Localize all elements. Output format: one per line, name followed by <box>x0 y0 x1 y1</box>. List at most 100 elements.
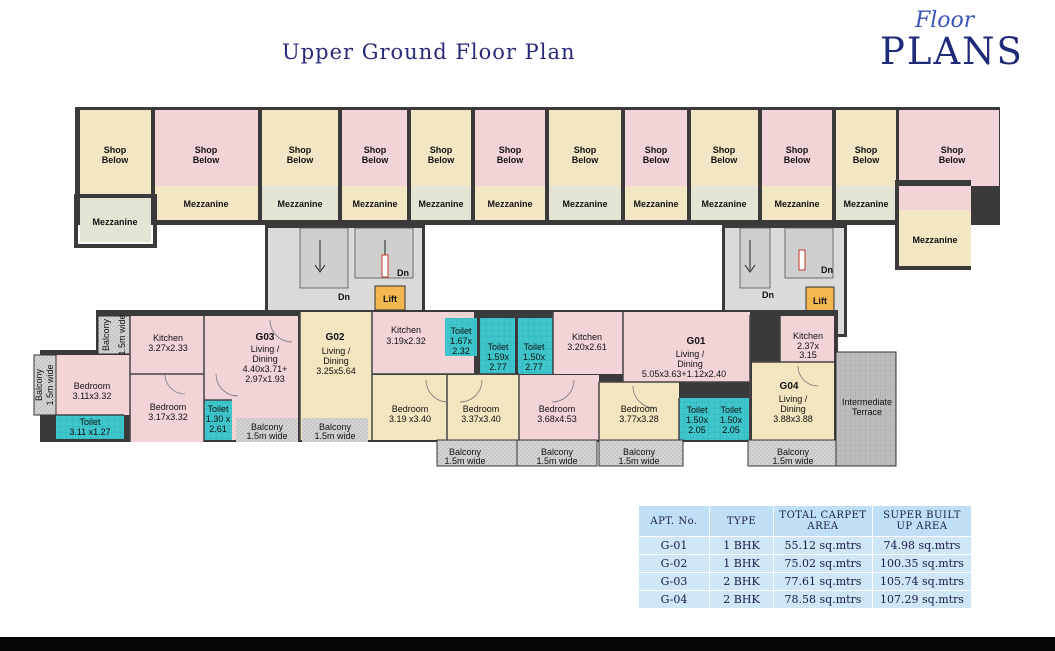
mezzanine-label: Mezzanine <box>277 199 322 209</box>
terrace-label: Terrace <box>852 407 882 417</box>
page-title: Upper Ground Floor Plan <box>282 40 576 64</box>
room-name: Kitchen <box>153 333 183 343</box>
room-size: 5.05x3.63+1.12x2.40 <box>642 369 726 379</box>
room-size: 2.05 <box>688 425 706 435</box>
mezzanine-label: Mezzanine <box>843 199 888 209</box>
mezzanine-label: Mezzanine <box>912 235 957 245</box>
room-size: 1.67x <box>450 336 473 346</box>
room-name: Toilet <box>450 326 472 336</box>
room-size: 3.19 x3.40 <box>389 414 431 424</box>
balcony-label: Balcony <box>34 368 44 401</box>
room-size: 3.68x4.53 <box>537 414 577 424</box>
room-name: Living / <box>251 344 280 354</box>
room-size: 1.50x <box>686 415 709 425</box>
unit-label-g03: G03 <box>256 332 275 343</box>
unit-g02-rooms: Kitchen 3.19x2.32 Living / Dining 3.25x5… <box>314 325 509 466</box>
table-row: G-04 2 BHK 78.58 sq.mtrs 107.29 sq.mtrs <box>638 590 972 609</box>
room-size: 3.19x2.32 <box>386 336 426 346</box>
room-name: Dining <box>323 356 349 366</box>
room-size: 2.97x1.93 <box>245 374 285 384</box>
room-size: 1.59x <box>487 352 510 362</box>
room-name: Dining <box>252 354 278 364</box>
lift-label: Lift <box>813 296 827 306</box>
balcony-size: 1.5m wide <box>772 456 813 466</box>
room-name: Toilet <box>523 342 545 352</box>
unit-label-g04: G04 <box>780 381 799 392</box>
balcony-size: 1.5m wide <box>314 431 355 441</box>
apt-type: 2 BHK <box>709 572 774 591</box>
room-size: 2.61 <box>209 424 227 434</box>
room-size: 3.77x3.28 <box>619 414 659 424</box>
unit-g04-rooms: Kitchen 2.37x 3.15 Living / Dining 3.88x… <box>720 331 892 466</box>
table-row: G-01 1 BHK 55.12 sq.mtrs 74.98 sq.mtrs <box>638 536 972 555</box>
room-name: Bedroom <box>74 381 111 391</box>
balcony-size: 1.5m wide <box>536 456 577 466</box>
room-size: 1.50x <box>523 352 546 362</box>
mezzanine-label: Mezzanine <box>487 199 532 209</box>
balcony-label: Balcony <box>101 318 111 351</box>
room-name: Bedroom <box>463 404 500 414</box>
unit-g03-rooms: Kitchen 3.27x2.33 Living / Dining 4.40x3… <box>34 314 288 441</box>
brand-script-text: Floor <box>915 8 975 33</box>
room-size: 3.15 <box>799 350 817 360</box>
room-name: Living / <box>676 349 705 359</box>
balcony-size: 1.5m wide <box>444 456 485 466</box>
room-size: 3.37x3.40 <box>461 414 501 424</box>
room-name: Kitchen <box>793 331 823 341</box>
room-name: Bedroom <box>392 404 429 414</box>
apt-number: G-03 <box>638 572 710 591</box>
room-name: Toilet <box>207 404 229 414</box>
header-apt: APT. No. <box>638 505 710 537</box>
room-size: 3.11 x1.27 <box>69 427 110 437</box>
room-size: 2.32 <box>452 346 470 356</box>
table-row: G-02 1 BHK 75.02 sq.mtrs 100.35 sq.mtrs <box>638 554 972 573</box>
room-size: 3.11x3.32 <box>73 391 112 401</box>
room-size: 3.27x2.33 <box>148 343 188 353</box>
balcony-label: Balcony <box>449 447 482 457</box>
super-built-area: 100.35 sq.mtrs <box>872 554 972 573</box>
room-size: 2.37x <box>797 341 820 351</box>
room-size: 3.25x5.64 <box>316 366 356 376</box>
carpet-area: 55.12 sq.mtrs <box>773 536 873 555</box>
room-size: 3.88x3.88 <box>773 414 813 424</box>
apt-number: G-02 <box>638 554 710 573</box>
apt-number: G-01 <box>638 536 710 555</box>
room-name: Living / <box>779 394 808 404</box>
mezzanine-label: Mezzanine <box>92 217 137 227</box>
room-name: Toilet <box>79 417 101 427</box>
carpet-area: 77.61 sq.mtrs <box>773 572 873 591</box>
balcony-size: 1.5m wide <box>246 431 287 441</box>
apt-type: 2 BHK <box>709 590 774 609</box>
apt-type: 1 BHK <box>709 536 774 555</box>
balcony-label: Balcony <box>319 422 352 432</box>
mezzanine-label: Mezzanine <box>701 199 746 209</box>
bottom-bar <box>0 637 1055 651</box>
mezzanine-label: Mezzanine <box>418 199 463 209</box>
balcony-label: Balcony <box>251 422 284 432</box>
stair-down-label: Dn <box>397 268 409 278</box>
apartment-block <box>33 310 897 467</box>
room-size: 4.40x3.71+ <box>243 364 288 374</box>
room-name: Dining <box>780 404 806 414</box>
room-size: 3.17x3.32 <box>148 412 188 422</box>
room-name: Toilet <box>686 405 708 415</box>
carpet-area: 78.58 sq.mtrs <box>773 590 873 609</box>
room-name: Toilet <box>720 405 742 415</box>
room-name: Kitchen <box>572 332 602 342</box>
unit-label-g02: G02 <box>326 332 345 343</box>
mezzanine-label: Mezzanine <box>352 199 397 209</box>
